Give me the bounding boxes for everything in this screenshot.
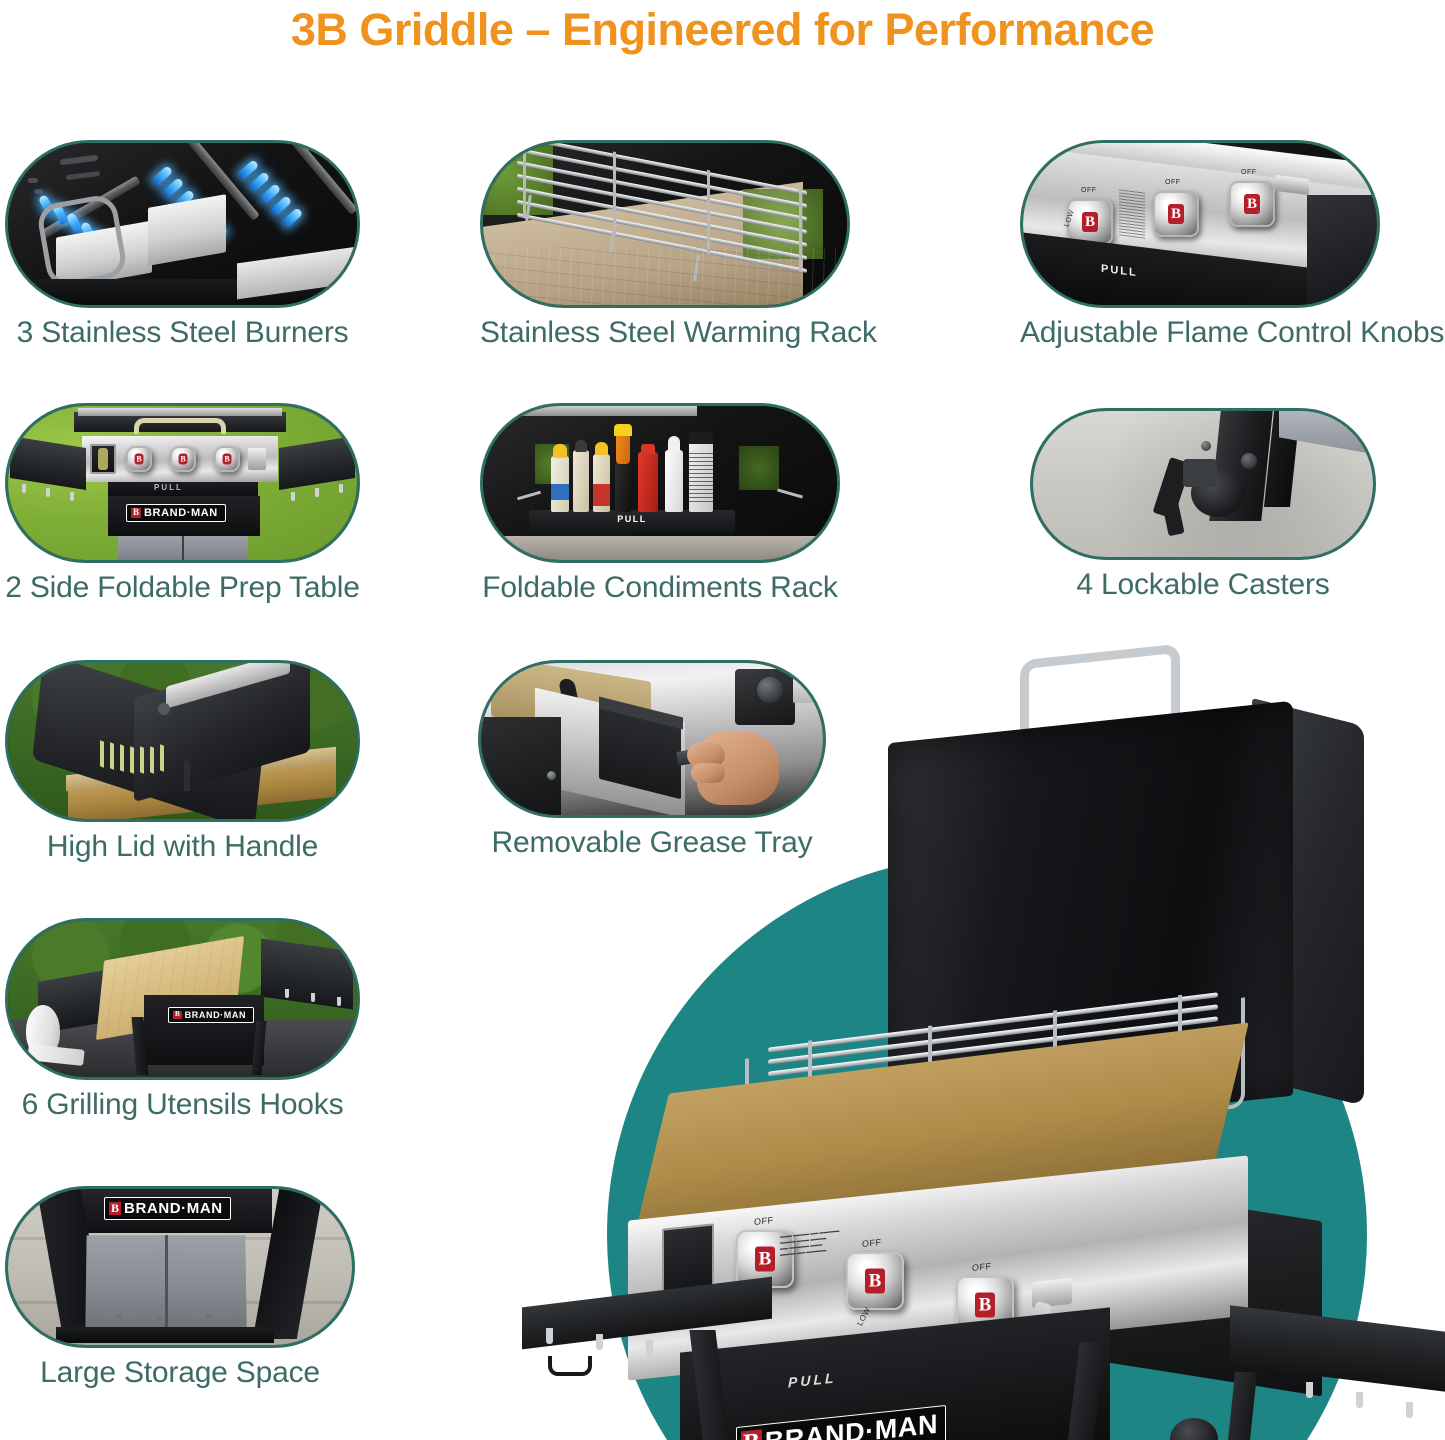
feature-card-casters: 4 Lockable Casters	[1030, 408, 1376, 601]
knob-3: B	[1229, 181, 1275, 227]
control-knob-icon: B OFF LOW B OFF B OFF PULL	[1020, 140, 1380, 308]
feature-caption-warming-rack: Stainless Steel Warming Rack	[480, 316, 877, 349]
feature-card-grease-tray: Removable Grease Tray	[478, 660, 826, 859]
utensil-hook-icon: B BRAND·MAN	[5, 918, 360, 1080]
feature-card-utensil-hooks: B BRAND·MAN 6 Grilling Utensils Hooks	[5, 918, 360, 1121]
warming-rack-icon	[480, 140, 850, 308]
feature-card-burners: 3 Stainless Steel Burners	[5, 140, 360, 349]
storage-cabinet-icon: B BRAND·MAN	[5, 1186, 355, 1348]
knob-2-off-label: OFF	[862, 1236, 882, 1250]
hero-product-image: B OFF LOW B OFF LOW B OFF LOW ▬▬▬ ▬▬▬▬ ▬…	[522, 630, 1445, 1440]
condiments-rack-icon: PULL	[480, 403, 840, 563]
feature-card-high-lid: High Lid with Handle	[5, 660, 360, 863]
hero-caster	[1170, 1418, 1218, 1440]
prep-table-icon: B B B PULL B BRAND·MAN	[5, 403, 360, 563]
caster-wheel-icon	[1030, 408, 1376, 560]
feature-card-warming-rack: Stainless Steel Warming Rack	[480, 140, 877, 349]
hero-knob-2: B	[846, 1252, 904, 1310]
brand-mark: B	[741, 1429, 762, 1440]
feature-card-condiments-rack: PULL Foldable Con	[480, 403, 840, 604]
feature-caption-burners: 3 Stainless Steel Burners	[16, 316, 349, 349]
feature-caption-control-knobs: Adjustable Flame Control Knobs	[1020, 316, 1445, 349]
page-title: 3B Griddle – Engineered for Performance	[290, 4, 1155, 55]
feature-caption-condiments-rack: Foldable Condiments Rack	[482, 571, 838, 604]
feature-caption-storage: Large Storage Space	[40, 1356, 320, 1389]
feature-caption-high-lid: High Lid with Handle	[46, 830, 319, 863]
knob-2: B	[1153, 191, 1199, 237]
grill-lid-icon	[5, 660, 360, 822]
knob-1-off-label: OFF	[754, 1214, 774, 1228]
burner-flames-icon	[5, 140, 360, 308]
feature-card-control-knobs: B OFF LOW B OFF B OFF PULL Adjustable Fl…	[1020, 140, 1444, 349]
feature-card-prep-table: B B B PULL B BRAND·MAN	[5, 403, 360, 604]
feature-caption-grease-tray: Removable Grease Tray	[491, 826, 813, 859]
knob-3-off-label: OFF	[972, 1260, 992, 1274]
cart-leg-rear	[1224, 1372, 1258, 1440]
feature-caption-utensil-hooks: 6 Grilling Utensils Hooks	[21, 1088, 344, 1121]
grease-tray-icon	[478, 660, 826, 818]
feature-caption-casters: 4 Lockable Casters	[1076, 568, 1330, 601]
utensil-hook-large	[548, 1356, 592, 1376]
feature-caption-prep-table: 2 Side Foldable Prep Table	[5, 571, 360, 604]
feature-card-storage: B BRAND·MAN Large Storage Space	[5, 1186, 355, 1389]
knob-1: B	[1067, 199, 1113, 245]
